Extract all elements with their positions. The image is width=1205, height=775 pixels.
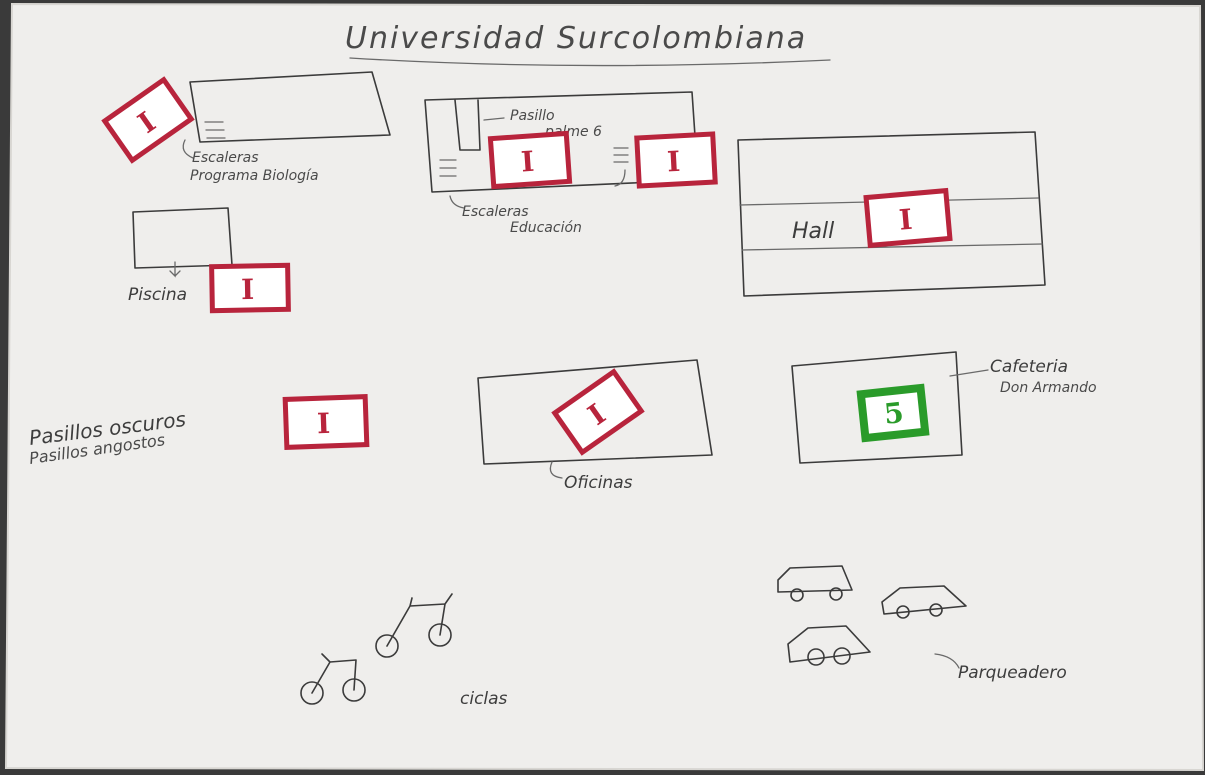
card-mark: I: [520, 145, 535, 179]
building-cafeteria: Cafeteria Don Armando: [791, 351, 1097, 464]
satisfaction-card-cafeteria: 5: [856, 383, 930, 443]
issue-card-educacion-2: I: [634, 131, 718, 189]
label-don-armando: Don Armando: [1000, 380, 1097, 396]
label-pasillo: Pasillo: [510, 108, 555, 124]
label-cafeteria: Cafeteria: [990, 357, 1068, 377]
card-mark: I: [898, 203, 914, 237]
label-ciclas: ciclas: [460, 689, 508, 709]
building-biologia: Escaleras Programa Biología: [182, 71, 391, 184]
label-escaleras-biologia: Escaleras: [192, 150, 259, 166]
page-title: Universidad Surcolombiana: [345, 21, 807, 56]
label-piscina: Piscina: [128, 285, 187, 305]
issue-card-pasillos: I: [282, 394, 370, 450]
issue-card-biologia: I: [101, 76, 195, 164]
label-parqueadero: Parqueadero: [958, 663, 1067, 683]
bicycles-drawing: [300, 593, 453, 705]
issue-card-piscina: I: [209, 262, 291, 314]
card-mark: I: [666, 145, 681, 179]
card-mark: 5: [882, 396, 905, 431]
issue-card-hall: I: [863, 187, 953, 249]
card-mark: I: [241, 273, 255, 306]
building-educacion: Pasillo palme 6 Escaleras Educación: [424, 91, 699, 236]
label-oficinas: Oficinas: [564, 473, 633, 493]
issue-card-educacion-1: I: [487, 130, 573, 190]
building-oficinas: Oficinas: [477, 359, 713, 493]
card-mark: I: [316, 407, 330, 440]
label-escaleras-educacion: Escaleras: [462, 204, 529, 220]
cars-drawing: [777, 565, 967, 666]
label-programa-biologia: Programa Biología: [190, 168, 319, 184]
issue-card-oficinas: I: [551, 368, 645, 456]
label-educacion: Educación: [510, 220, 582, 236]
label-hall: Hall: [792, 219, 834, 244]
